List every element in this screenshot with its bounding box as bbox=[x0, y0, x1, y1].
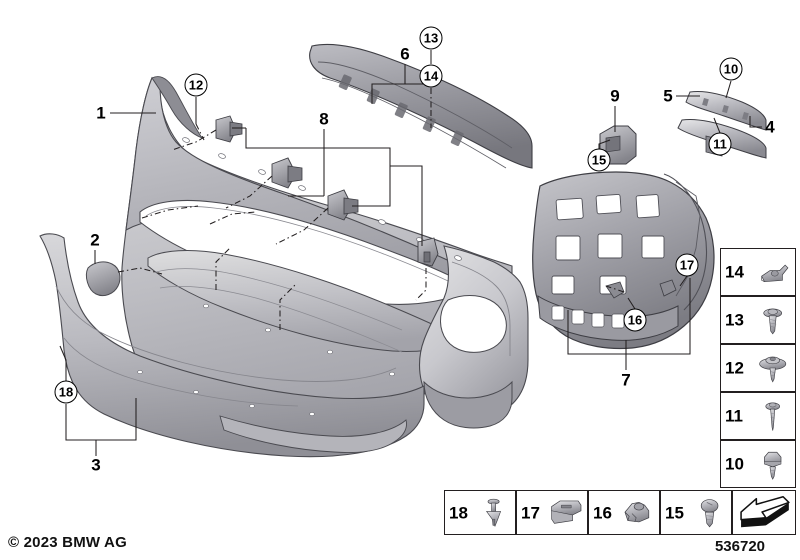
clip-bracket-1 bbox=[215, 115, 243, 143]
clip-bracket-4 bbox=[417, 237, 439, 267]
hex-flange-bolt-icon bbox=[752, 441, 793, 487]
callout-13: 13 bbox=[419, 26, 443, 50]
direction-arrow-icon bbox=[733, 491, 795, 534]
expanding-rivet-icon bbox=[474, 491, 513, 534]
callout-1: 1 bbox=[96, 103, 106, 123]
callout-12: 12 bbox=[184, 73, 208, 97]
legend-number: 11 bbox=[725, 406, 743, 426]
spring-cage-nut-icon bbox=[618, 491, 657, 534]
callout-5: 5 bbox=[663, 86, 673, 106]
legend-number: 12 bbox=[725, 358, 744, 378]
legend-item-10: 10 bbox=[720, 440, 796, 488]
legend-item-18: 18 bbox=[444, 490, 516, 535]
callout-8: 8 bbox=[319, 109, 329, 129]
callout-3: 3 bbox=[91, 455, 101, 475]
clip-bracket-3 bbox=[327, 189, 359, 221]
callout-17: 17 bbox=[675, 253, 699, 277]
legend-item-13: 13 bbox=[720, 296, 796, 344]
legend-number: 14 bbox=[725, 262, 744, 282]
legend-item-direction-marker bbox=[732, 490, 796, 535]
legend-item-14: 14 bbox=[720, 248, 796, 296]
callout-10: 10 bbox=[719, 57, 743, 81]
legend-number: 18 bbox=[449, 503, 468, 522]
washer-head-screw-icon bbox=[752, 297, 793, 343]
callout-2: 2 bbox=[90, 230, 100, 250]
part-impact-beam bbox=[309, 43, 533, 169]
legend-item-11: 11 bbox=[720, 392, 796, 440]
legend-item-17: 17 bbox=[516, 490, 588, 535]
clip-nut-bracket-icon bbox=[752, 249, 793, 295]
drawing-number: 536720 bbox=[714, 538, 766, 555]
sliding-clip-nut-icon bbox=[546, 491, 585, 534]
legend-number: 15 bbox=[665, 503, 684, 522]
legend-number: 16 bbox=[593, 503, 612, 522]
callout-6: 6 bbox=[400, 44, 410, 64]
legend-item-12: 12 bbox=[720, 344, 796, 392]
part-guide-rail-upper bbox=[685, 91, 767, 131]
legend-number: 17 bbox=[521, 503, 540, 522]
legend-number: 10 bbox=[725, 454, 744, 474]
pan-head-screw-icon bbox=[690, 491, 729, 534]
callout-9: 9 bbox=[610, 86, 620, 106]
part-tow-eye-cover bbox=[85, 261, 121, 297]
callout-14: 14 bbox=[419, 64, 443, 88]
leader-lines bbox=[59, 50, 762, 456]
callout-7: 7 bbox=[621, 370, 631, 390]
callout-15: 15 bbox=[587, 148, 611, 172]
part-group-clip-brackets bbox=[215, 115, 439, 267]
copyright-notice: © 2023 BMW AG bbox=[8, 534, 127, 551]
legend-item-15: 15 bbox=[660, 490, 732, 535]
clip-bracket-2 bbox=[271, 157, 303, 189]
long-hex-screw-icon bbox=[752, 393, 793, 439]
callout-18: 18 bbox=[54, 380, 78, 404]
callout-11: 11 bbox=[708, 132, 732, 156]
legend-item-16: 16 bbox=[588, 490, 660, 535]
callout-16: 16 bbox=[623, 308, 647, 332]
callout-4: 4 bbox=[765, 117, 775, 137]
large-flange-screw-icon bbox=[752, 345, 793, 391]
legend-number: 13 bbox=[725, 310, 744, 330]
part-group-bumper-cover bbox=[121, 76, 529, 439]
part-bumper-carrier bbox=[532, 171, 715, 350]
